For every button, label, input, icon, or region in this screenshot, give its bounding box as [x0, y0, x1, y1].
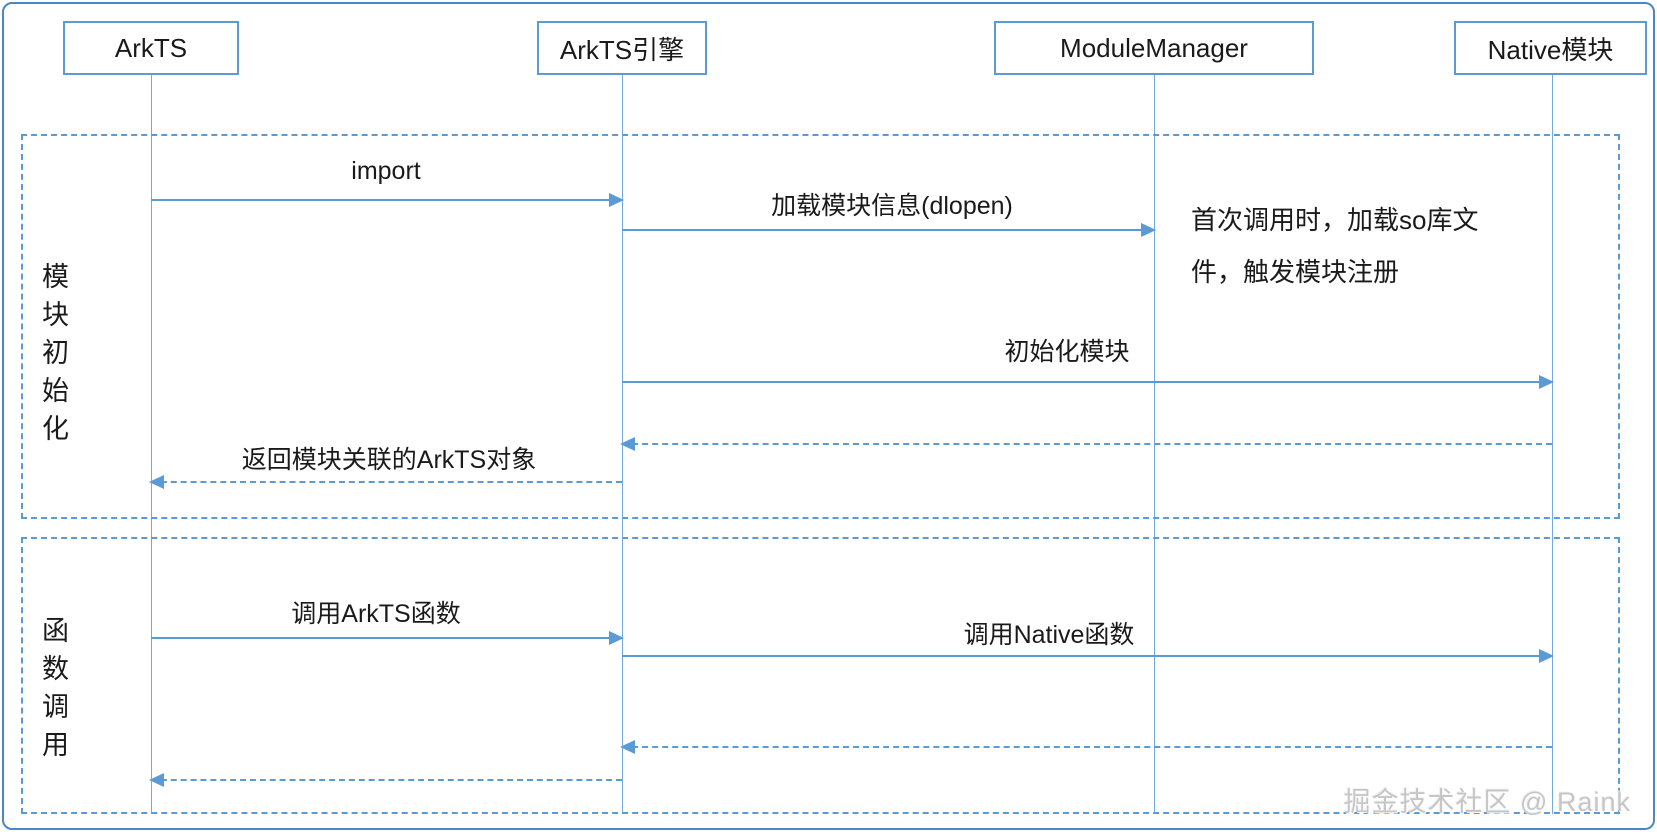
- actor-label: ModuleManager: [1060, 32, 1248, 63]
- arrowhead-icon: [149, 475, 164, 489]
- message-label-init-module: 初始化模块: [1004, 338, 1130, 366]
- actor-box-arkts-engine: ArkTS引擎: [537, 21, 707, 75]
- frame-label-function-call: 函数调用: [38, 616, 68, 768]
- arrowhead-icon: [1539, 375, 1554, 389]
- watermark-text: 掘金技术社区 @ Raink: [1343, 787, 1631, 817]
- arrowhead-icon: [1539, 649, 1554, 663]
- actor-label: ArkTS引擎: [559, 34, 685, 65]
- arrowhead-icon: [149, 773, 164, 787]
- return-arrow-call-arkts: [149, 773, 622, 787]
- message-label-import: import: [351, 157, 421, 185]
- return-arrow-init-module: [620, 437, 1552, 451]
- arrowhead-icon: [620, 437, 635, 451]
- frame-function-call: [21, 537, 1620, 814]
- actor-label: ArkTS: [114, 32, 188, 63]
- arrowhead-icon: [1141, 223, 1156, 237]
- message-arrow-init-module: [622, 375, 1554, 389]
- frame-module-init: [21, 134, 1620, 519]
- return-arrow-object: [149, 475, 622, 489]
- arrowhead-icon: [620, 740, 635, 754]
- frame-label-module-init: 模块初始化: [38, 262, 68, 452]
- message-label-return-object: 返回模块关联的ArkTS对象: [241, 446, 537, 474]
- message-arrow-call-native: [622, 649, 1554, 663]
- actor-box-arkts: ArkTS: [63, 21, 239, 75]
- return-arrow-call-native: [620, 740, 1552, 754]
- note-line: 首次调用时，加载so库文: [1191, 205, 1479, 235]
- message-arrow-load-module: [622, 223, 1156, 237]
- message-label-call-arkts: 调用ArkTS函数: [291, 600, 461, 628]
- arrowhead-icon: [609, 631, 624, 645]
- lifeline-native-module: [1552, 75, 1553, 814]
- note-first-call: 首次调用时，加载so库文 件，触发模块注册: [1191, 194, 1478, 298]
- message-arrow-call-arkts: [151, 631, 624, 645]
- message-label-load-module: 加载模块信息(dlopen): [771, 192, 1013, 220]
- actor-box-modulemanager: ModuleManager: [994, 21, 1314, 75]
- actor-label: Native模块: [1487, 34, 1614, 65]
- actor-box-native-module: Native模块: [1454, 21, 1647, 75]
- message-arrow-import: [151, 193, 624, 207]
- arrowhead-icon: [609, 193, 624, 207]
- message-label-call-native: 调用Native函数: [963, 621, 1135, 649]
- lifeline-arkts: [151, 75, 152, 814]
- note-line: 件，触发模块注册: [1191, 257, 1400, 287]
